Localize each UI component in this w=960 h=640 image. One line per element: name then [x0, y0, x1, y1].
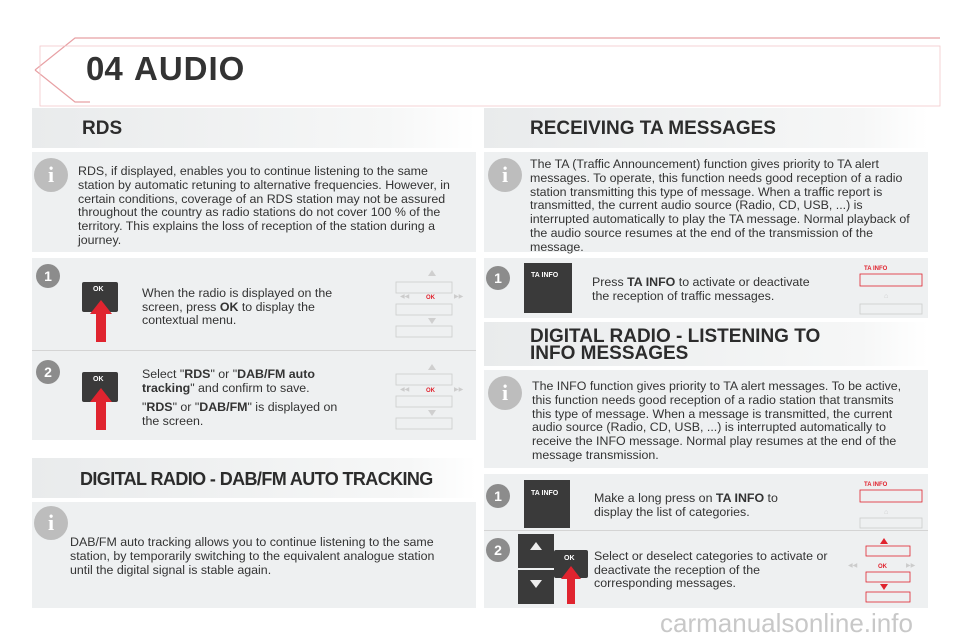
info-icon: i: [34, 506, 68, 540]
svg-text:⌂: ⌂: [884, 509, 888, 516]
rds-info-text: RDS, if displayed, enables you to contin…: [78, 164, 450, 247]
ta-info-panel: [484, 152, 928, 252]
svg-text:⌂: ⌂: [884, 293, 888, 300]
ta-info-button-label: TA INFO: [531, 490, 559, 497]
control-panel-diagram: ◀◀ OK ▶▶: [395, 364, 464, 430]
rds-step2-text: Select "RDS" or "DAB/FM auto tracking" a…: [142, 367, 338, 428]
ta-info-button-image: [524, 263, 572, 313]
control-panel-diagram: ◀◀ OK ▶▶: [395, 270, 464, 338]
ta-title: RECEIVING TA MESSAGES: [530, 118, 776, 139]
dab-info-panel: [32, 502, 476, 608]
ta-info-button-image: [524, 480, 570, 528]
ta-info-panel-diagram: TA INFO ⌂: [859, 266, 923, 315]
svg-text:TA INFO: TA INFO: [864, 482, 888, 488]
info-info-text: The INFO function gives priority to TA a…: [532, 379, 902, 462]
press-arrow-icon: [90, 300, 112, 342]
svg-text:◀◀: ◀◀: [848, 563, 858, 569]
svg-text:▶▶: ▶▶: [454, 387, 464, 393]
info-step2-text: Select or deselect categories to activat…: [594, 549, 828, 591]
svg-text:OK: OK: [878, 564, 888, 570]
info-title-panel: [484, 322, 928, 366]
info-info-panel: [484, 370, 928, 468]
step-badge-1: 1: [486, 484, 510, 508]
info-icon: i: [488, 376, 522, 410]
info-title-line2: INFO MESSAGES: [530, 343, 689, 364]
info-step1-text: Make a long press on TA INFO to display …: [594, 491, 778, 519]
info-title-line1: DIGITAL RADIO - LISTENING TO: [530, 326, 821, 347]
dab-title: DIGITAL RADIO - DAB/FM AUTO TRACKING: [80, 469, 433, 489]
divider: [484, 530, 928, 531]
info-icon: i: [34, 158, 68, 192]
svg-text:OK: OK: [426, 388, 436, 394]
press-arrow-icon: [90, 388, 112, 430]
svg-text:▶▶: ▶▶: [906, 563, 916, 569]
step-badge-1: 1: [36, 264, 60, 288]
ta-info-text: The TA (Traffic Announcement) function g…: [530, 157, 910, 254]
chapter-title: AUDIO: [134, 50, 246, 87]
ok-button-label: OK: [93, 286, 104, 293]
ta-info-button-label: TA INFO: [531, 272, 559, 279]
dab-info-text: DAB/FM auto tracking allows you to conti…: [70, 535, 435, 577]
ok-button-label: OK: [93, 376, 104, 383]
press-arrow-icon: [561, 566, 581, 604]
ta-info-panel-diagram: TA INFO ⌂: [859, 482, 923, 529]
ta-step1-text: Press TA INFO to activate or deactivate …: [592, 275, 810, 303]
divider: [32, 350, 476, 351]
svg-text:TA INFO: TA INFO: [864, 266, 888, 272]
chapter-number: 04: [86, 50, 123, 87]
info-icon: i: [488, 158, 522, 192]
dab-title-panel: [32, 458, 476, 498]
step-badge-2: 2: [36, 360, 60, 384]
control-panel-diagram: ◀◀ OK ▶▶: [848, 538, 916, 603]
svg-text:◀◀: ◀◀: [400, 387, 410, 393]
step-badge-1: 1: [486, 266, 510, 290]
ta-title-panel: [484, 108, 928, 148]
rds-title-panel: [32, 108, 476, 148]
rds-info-panel: [32, 152, 476, 252]
rds-title: RDS: [82, 118, 123, 139]
watermark: carmanualsonline.info: [660, 608, 913, 638]
svg-text:OK: OK: [426, 295, 436, 301]
svg-text:▶▶: ▶▶: [454, 294, 464, 300]
up-down-buttons-image: [518, 534, 554, 604]
header-decoration: [34, 37, 941, 107]
step-badge-2: 2: [486, 538, 510, 562]
rds-step1-text: When the radio is displayed on the scree…: [142, 286, 333, 328]
ok-button-label: OK: [564, 555, 575, 562]
svg-text:◀◀: ◀◀: [400, 294, 410, 300]
